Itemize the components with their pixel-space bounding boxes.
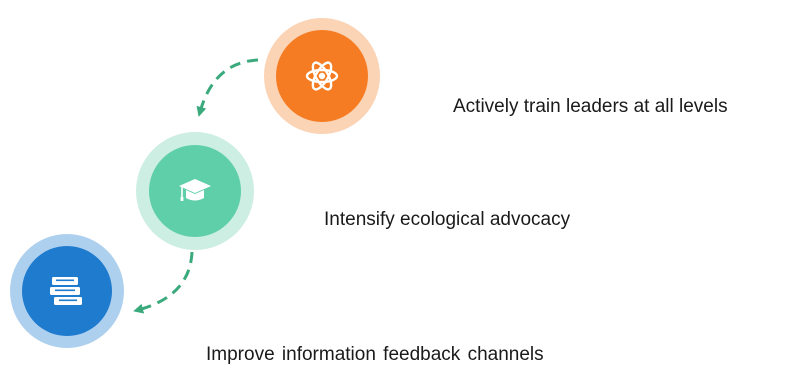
step-2-label: Intensify ecological advocacy <box>324 209 571 230</box>
connector-arrow-2 <box>133 251 194 314</box>
step-2-circle <box>136 132 254 250</box>
step-3-label: Improve information feedback channels <box>206 344 544 365</box>
step-2-circle-inner <box>149 145 241 237</box>
step-1-circle-inner <box>276 30 368 122</box>
books-icon <box>48 275 86 307</box>
graduation-cap-icon <box>177 176 213 206</box>
step-3-circle-inner <box>22 246 112 336</box>
step-3-circle <box>10 234 124 348</box>
connector-arrow-1 <box>196 58 259 117</box>
step-1-circle <box>264 18 380 134</box>
step-1-label: Actively train leaders at all levels <box>453 96 728 117</box>
atom-icon <box>302 56 342 96</box>
